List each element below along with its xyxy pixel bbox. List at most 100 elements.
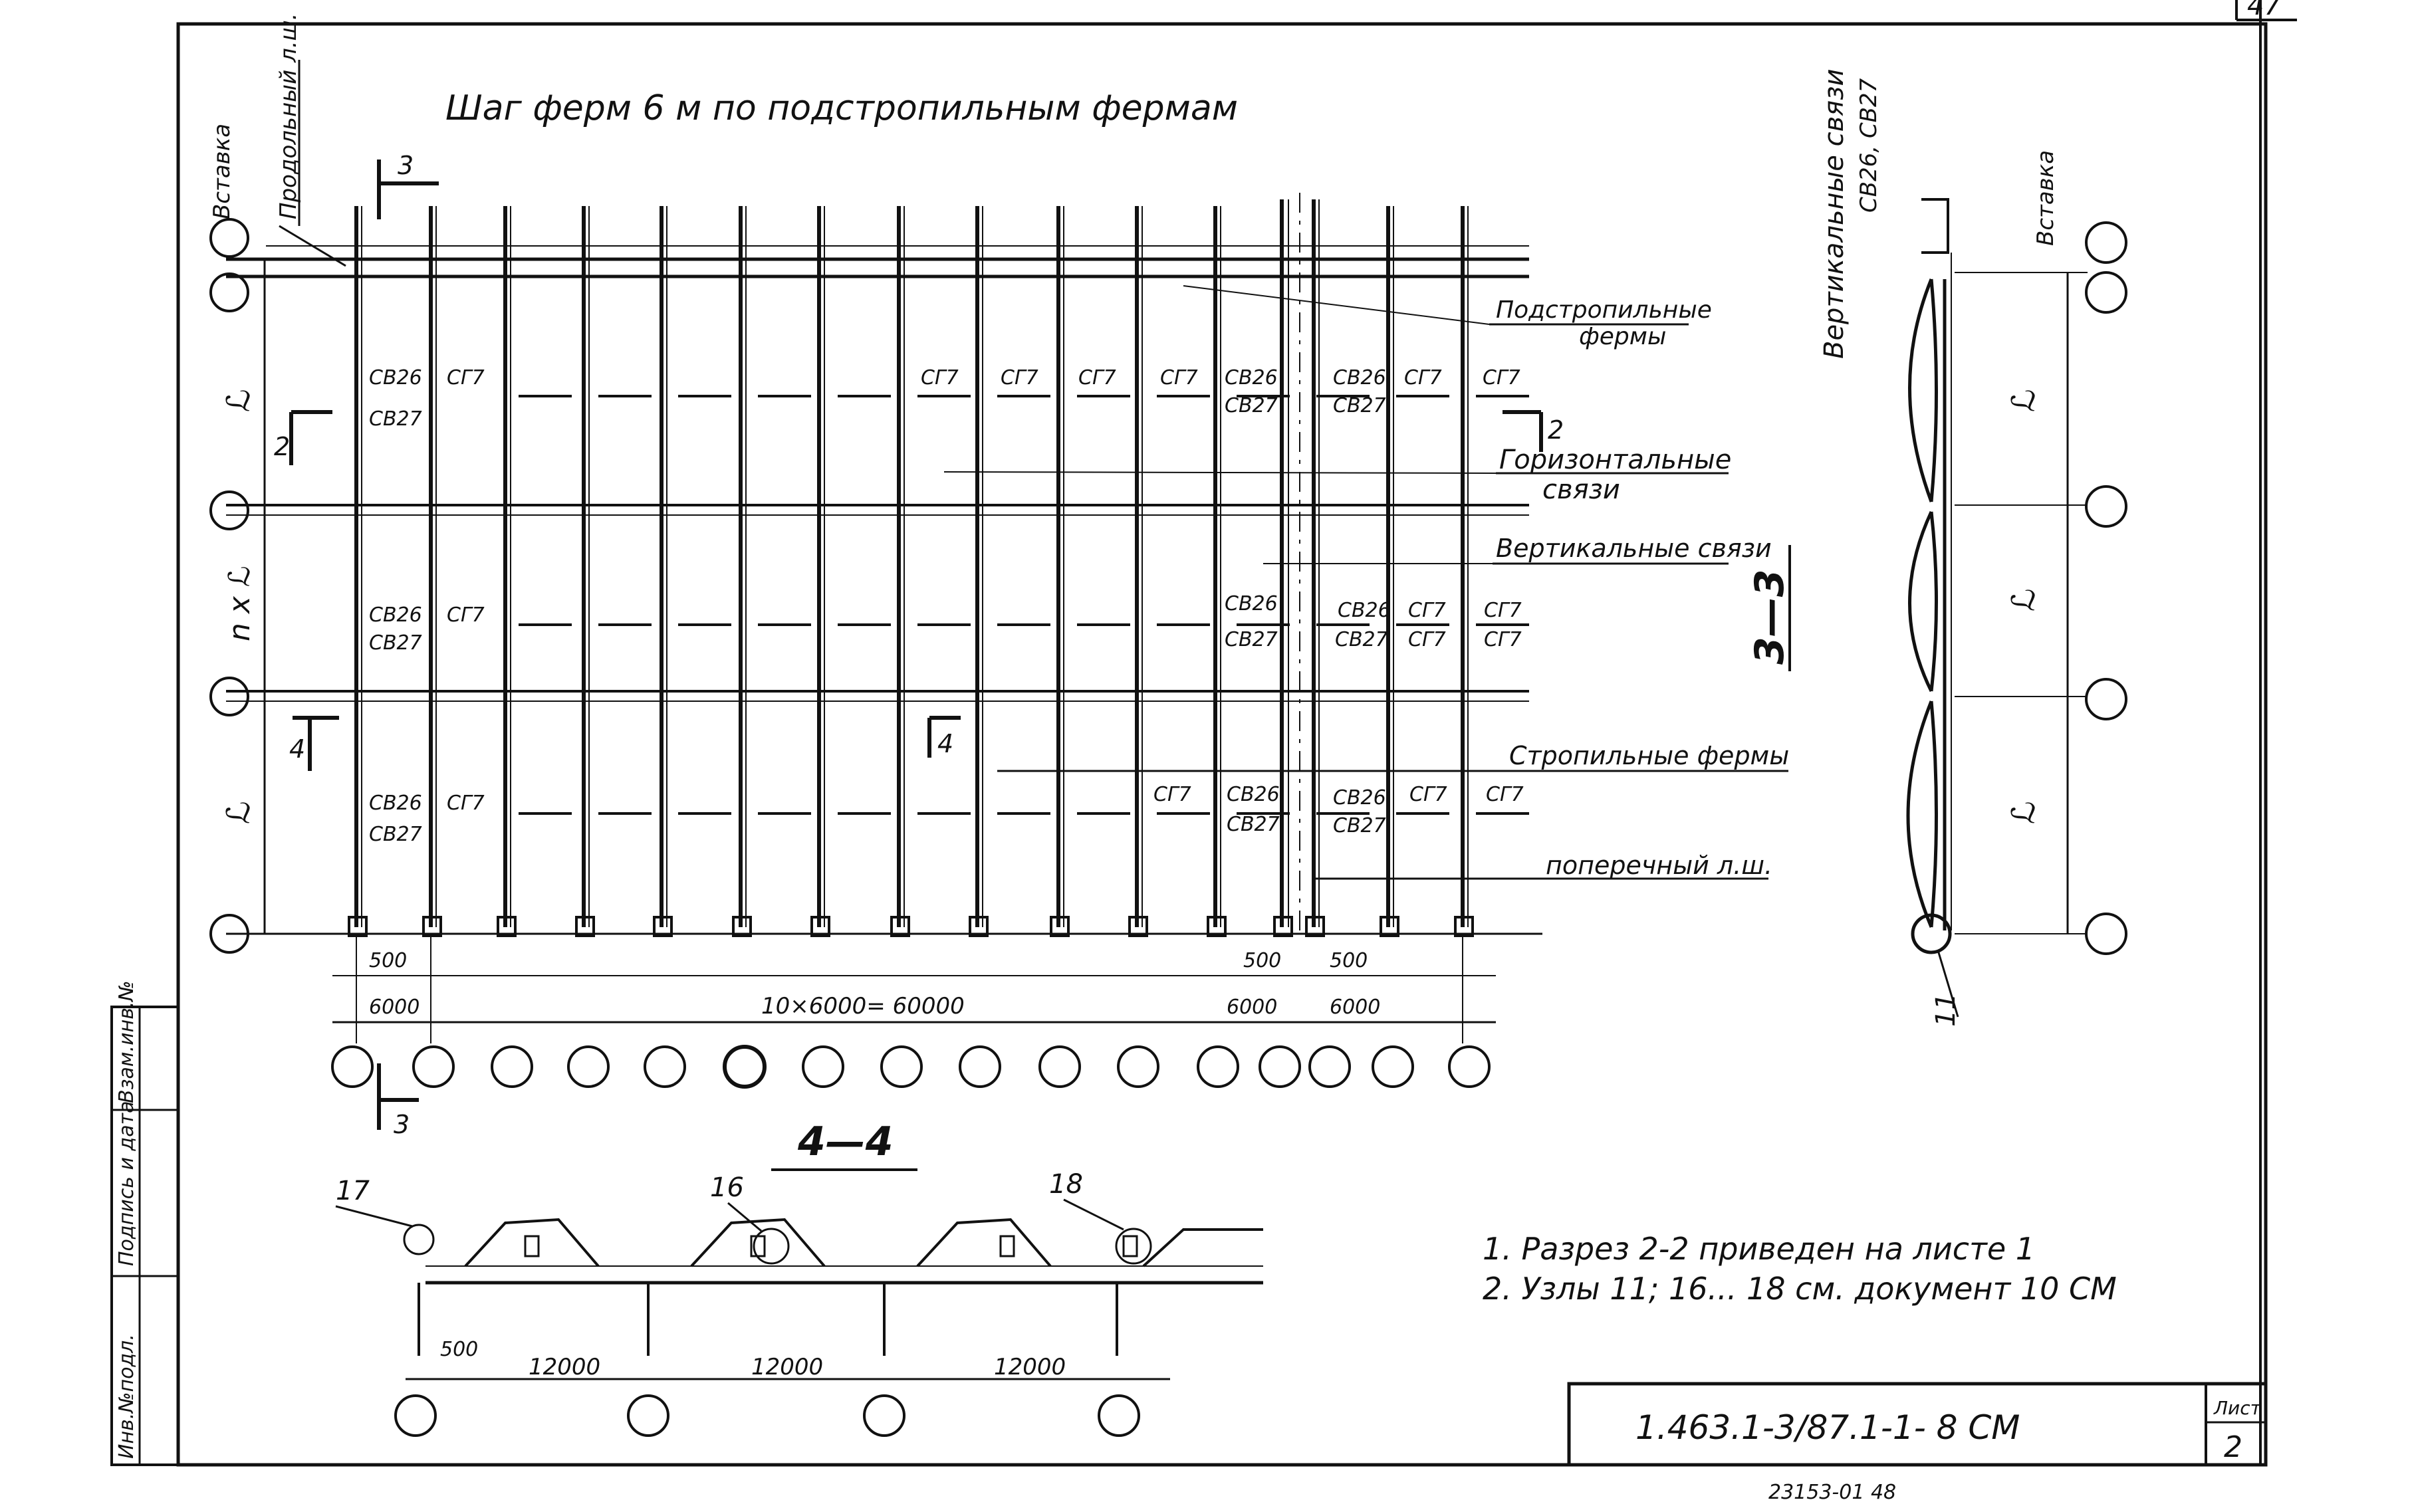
plan-trusses [348,193,1474,937]
truss-3 [497,206,517,937]
axis-circle-row-4 [209,914,249,954]
section-3-3-axis-5 [2085,913,2127,955]
plan-row-axes [209,218,249,954]
brace-sg7-m: СГ7 [1486,783,1524,806]
brace-sv26-r1: СВ26 [369,366,422,389]
axis-circle-col-1 [331,1045,374,1088]
node-17-circle [403,1224,435,1255]
section-mark-4-left: 4 [289,734,305,764]
brace-sg7-r1: СГ7 [447,366,485,389]
section-mark-3-top: 3 [398,151,414,180]
axis-circle-col-14 [1308,1045,1351,1088]
axis-circle-col-11 [1117,1045,1159,1088]
brace-sv26-r2: СВ26 [369,603,422,627]
label-vertikalnye: Вертикальные связи [1496,534,1772,563]
axis-circle-col-7 [802,1045,844,1088]
brace-labels: СВ26 СВ27 СГ7 СВ26 СВ27 СГ7 СВ26 СВ27 СГ… [369,366,1524,846]
title-sheet-number: 2 [2224,1430,2242,1464]
row-label-3: ℒ [220,801,257,824]
section-3-3-dim-3: ℒ [2005,801,2042,824]
section-3-3-dim-1: ℒ [2005,389,2042,412]
section-4-4-title: 4—4 [797,1119,894,1165]
axis-circle-col-15 [1372,1045,1414,1088]
section-4-4-axis-4 [1098,1394,1140,1437]
truss-4 [575,206,595,937]
brace-sv27-d: СВ27 [1335,628,1388,651]
brace-sg7-e: СГ7 [1404,366,1442,389]
label-gorizontalnye-2: связи [1542,475,1620,505]
brace-sv26-d: СВ26 [1338,599,1391,622]
bottom-stamp: 23153-01 48 [1768,1481,1896,1504]
section-4-4-dim-1: 12000 [529,1354,600,1380]
section-4-4-dim-2: 12000 [751,1354,823,1380]
axis-circle-col-12 [1197,1045,1239,1088]
axis-circle-col-10 [1038,1045,1081,1088]
label-gorizontalnye-1: Горизонтальные [1499,445,1731,475]
axis-circle-col-4 [567,1045,610,1088]
section-mark-2-left: 2 [274,432,290,461]
notes: 1. Разрез 2-2 приведен на листе 1 2. Узл… [1483,1231,2117,1307]
node-16-circle [753,1228,790,1265]
axis-circle-col-16 [1448,1045,1491,1088]
section-4-4-axis-3 [863,1394,905,1437]
section-3-3-vert-label-2: СВ26, СВ27 [1856,78,1882,213]
brace-sg7-g: СГ7 [1408,599,1446,622]
brace-sg7-k: СГ7 [1153,783,1191,806]
dim-500-right-b: 500 [1330,949,1368,972]
side-stamp-replace: Взам.инв.№ [115,980,138,1103]
left-dim-ticks [256,275,273,935]
brace-sg7-l: СГ7 [1409,783,1447,806]
sheet-frame: 47 [176,0,2297,1467]
section-3-3-axis-4 [2085,678,2127,720]
section-3-3-axis-3 [2085,485,2127,528]
section-mark-4-right: 4 [937,729,953,758]
label-poperechny: поперечный л.ш. [1546,851,1772,880]
truss-7 [810,206,830,937]
section-3-3-vert-label-1: Вертикальные связи [1819,68,1850,359]
section-4-4-node-16: 16 [710,1172,744,1203]
brace-sv27-a: СВ27 [1225,394,1278,417]
brace-sg7-a: СГ7 [921,366,959,389]
truss-5 [653,206,673,937]
truss-12 [1207,206,1227,937]
brace-sg7-h: СГ7 [1408,628,1446,651]
section-3-3-trusses [1906,198,1952,930]
axis-circle-col-8 [880,1045,923,1088]
section-3-3-node: 11 [1931,993,1961,1027]
truss-14 [1305,199,1325,937]
section-4-4-dim-3: 12000 [994,1354,1066,1380]
brace-sg7-c: СГ7 [1078,366,1116,389]
brace-sg7-r2: СГ7 [447,603,485,627]
section-3-3-axes [2085,221,2127,955]
section-4-4: 4—4 17 16 18 500 12000 12000 12000 [335,1119,1263,1437]
brace-sv27-c: СВ27 [1225,628,1278,651]
dim-500-left: 500 [369,949,407,972]
plan-view: Шаг ферм 6 м по подстропильным фермам [209,13,1789,1139]
truss-15 [1380,206,1399,937]
brace-sv27-e: СВ27 [1227,813,1280,836]
brace-sg7-r3: СГ7 [447,792,485,815]
truss-2 [422,206,442,937]
axis-circle-col-5 [644,1045,686,1088]
brace-sg7-b: СГ7 [1001,366,1038,389]
truss-1 [348,206,368,937]
plan-title: Шаг ферм 6 м по подстропильным фермам [445,88,1238,128]
brace-sv27-f: СВ27 [1333,814,1386,837]
brace-sv27-r1: СВ27 [369,407,422,431]
brace-sg7-i: СГ7 [1484,599,1522,622]
truss-8 [890,206,910,937]
side-stamp-inv: Инв.№подл. [115,1334,138,1459]
section-4-4-axis-2 [627,1394,669,1437]
label-podstropilnye-1: Подстропильные [1496,296,1712,324]
section-4-4-node-17: 17 [336,1176,370,1206]
side-stamp: Инв.№подл. Подпись и дата Взам.инв.№ [110,980,180,1466]
plan-column-axes [331,937,1491,1089]
side-stamp-signature: Подпись и дата [115,1101,138,1267]
label-podstropilnye-2: фермы [1579,323,1666,350]
section-3-3-dim-2: ℒ [2005,588,2042,611]
section-3-3-title: 3—3 [1747,570,1793,665]
section-4-4-dim-500: 500 [440,1338,478,1361]
section-mark-3-bottom: 3 [394,1110,410,1139]
note-1: 1. Разрез 2-2 приведен на листе 1 [1483,1231,2035,1267]
